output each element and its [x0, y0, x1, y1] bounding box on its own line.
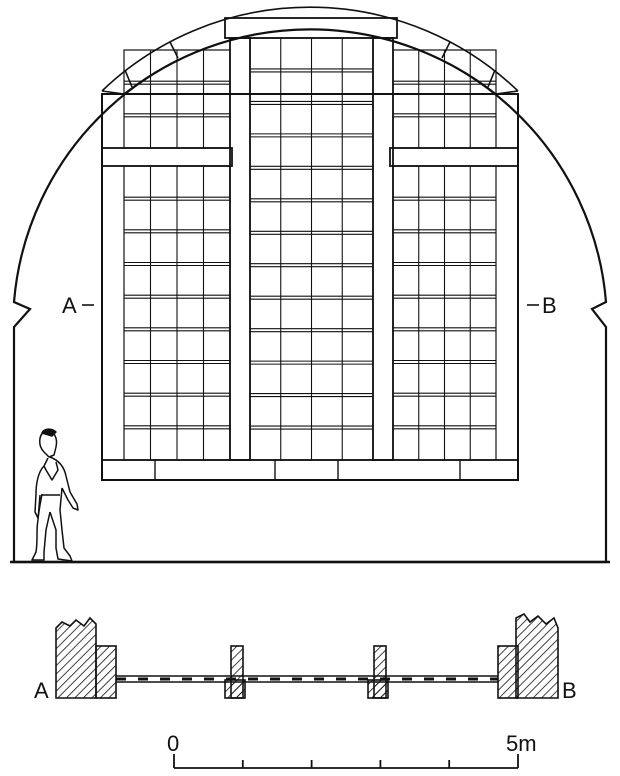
mullion-left — [229, 37, 251, 461]
plan-label-b: B — [562, 678, 577, 703]
mullion-right — [372, 37, 394, 461]
sill-block — [101, 459, 519, 481]
plan-glazing — [116, 675, 498, 683]
scale-bar: 0 5m — [167, 731, 537, 769]
transom-right — [389, 147, 519, 167]
scale-label-start: 0 — [167, 731, 179, 756]
window-grilles — [123, 37, 497, 461]
window-frame — [101, 93, 519, 481]
sill-joints — [154, 460, 461, 480]
grille-left-lower — [123, 165, 231, 461]
plan-wall-left — [55, 616, 97, 699]
grille-right-lower — [392, 165, 497, 461]
grille-center — [249, 37, 374, 461]
plan-section: A B — [34, 612, 577, 703]
plan-label-a: A — [34, 678, 49, 703]
plan-jamb-right — [497, 645, 519, 699]
scale-label-end: 5m — [506, 731, 537, 756]
human-figure — [31, 428, 79, 562]
plan-mullion-right-base — [367, 679, 389, 699]
section-marker-a: A — [62, 293, 77, 318]
transom-left — [101, 147, 233, 167]
plan-wall-right — [515, 612, 559, 699]
plan-jamb-left — [95, 645, 117, 699]
grille-left-upper — [123, 49, 231, 149]
scale-ticks — [173, 754, 519, 769]
elevation-view: A B — [10, 6, 610, 564]
section-marker-b: B — [542, 293, 557, 318]
grille-right-upper — [392, 49, 497, 149]
